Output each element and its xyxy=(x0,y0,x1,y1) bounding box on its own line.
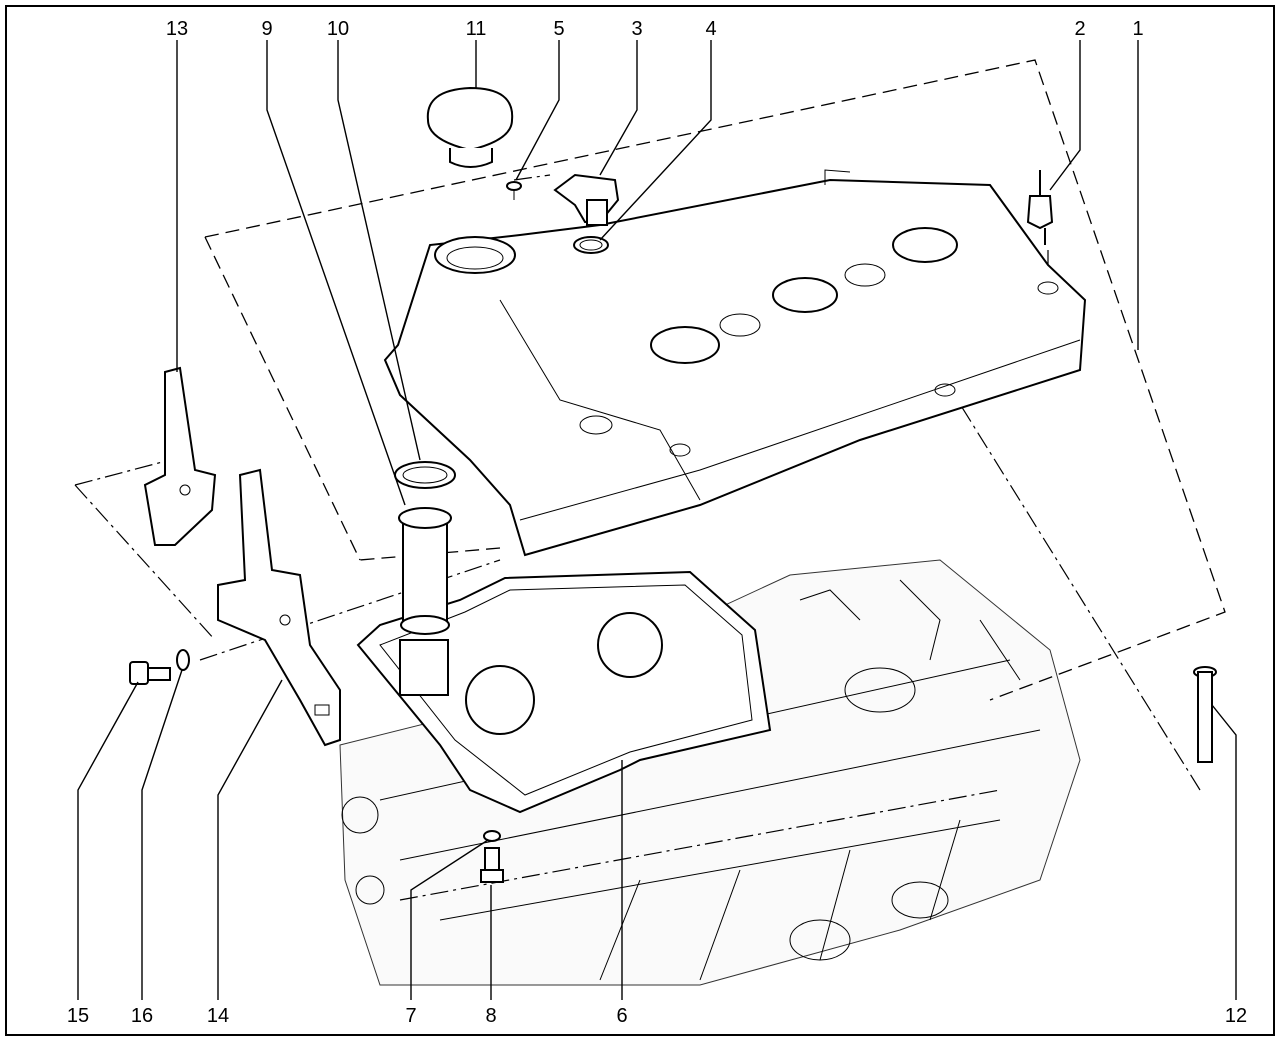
callout-9: 9 xyxy=(261,18,272,40)
small-washer xyxy=(483,830,501,842)
cover-bolt xyxy=(480,847,504,883)
screw xyxy=(506,181,522,200)
callout-4: 4 xyxy=(705,18,716,40)
callout-12: 12 xyxy=(1225,1005,1247,1027)
callout-5: 5 xyxy=(553,18,564,40)
cylinder-head xyxy=(339,559,1081,986)
callout-15: 15 xyxy=(67,1005,89,1027)
assembly-outline xyxy=(204,59,1226,701)
bracket-upper xyxy=(143,366,217,546)
callout-1: 1 xyxy=(1132,18,1143,40)
bolt xyxy=(1193,666,1217,763)
callout-14: 14 xyxy=(207,1005,229,1027)
callout-6: 6 xyxy=(616,1005,627,1027)
callout-2: 2 xyxy=(1074,18,1085,40)
bracket-lower xyxy=(217,468,341,747)
callout-7: 7 xyxy=(405,1005,416,1027)
o-ring xyxy=(573,236,609,254)
stud xyxy=(1026,170,1054,245)
oil-filler-neck xyxy=(398,507,452,696)
callout-16: 16 xyxy=(131,1005,153,1027)
assembly-outline-left xyxy=(204,236,361,561)
valve-cover xyxy=(383,169,1087,557)
washer xyxy=(176,649,190,671)
callout-13: 13 xyxy=(166,18,188,40)
callout-3: 3 xyxy=(631,18,642,40)
callout-10: 10 xyxy=(327,18,349,40)
breather-connector xyxy=(553,173,620,226)
valve-cover-gasket xyxy=(356,570,772,814)
seal-ring xyxy=(394,461,456,489)
leader-lines xyxy=(77,40,1237,1000)
callout-numbers: 13 9 10 11 5 3 4 2 1 15 16 14 7 8 6 12 xyxy=(67,18,1247,1027)
callout-11: 11 xyxy=(466,18,487,40)
bracket-bolt xyxy=(129,661,171,685)
oil-filler-cap xyxy=(426,86,514,168)
callout-8: 8 xyxy=(485,1005,496,1027)
